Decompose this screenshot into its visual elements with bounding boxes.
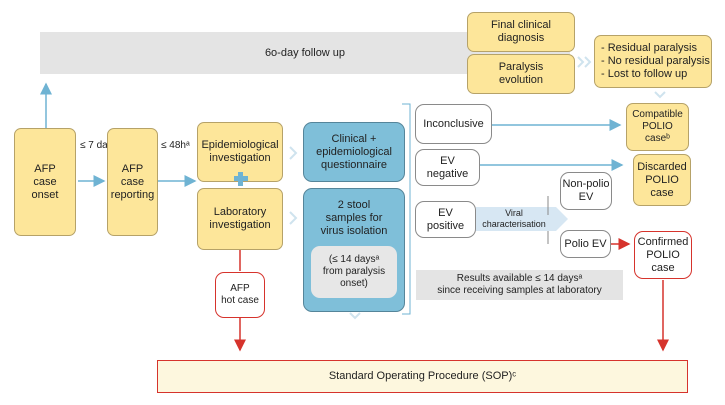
- results-note-label: Results available ≤ 14 daysᵃ since recei…: [437, 273, 602, 296]
- afp-onset-box: AFP case onset: [14, 128, 76, 236]
- epi-investigation-label: Epidemiological investigation: [201, 139, 279, 164]
- afp-hot-case-label: AFP hot case: [221, 283, 259, 306]
- inconclusive-box: Inconclusive: [415, 104, 492, 144]
- outcomes-box: - Residual paralysis - No residual paral…: [594, 35, 712, 88]
- paralysis-evolution-label: Paralysis evolution: [498, 61, 544, 86]
- paralysis-evolution-box: Paralysis evolution: [467, 54, 575, 94]
- final-diagnosis-box: Final clinical diagnosis: [467, 12, 575, 52]
- chevron-evolution-to-outcomes: [577, 56, 592, 68]
- outcomes-label: - Residual paralysis - No residual paral…: [601, 42, 710, 80]
- followup-label: 6o-day follow up: [264, 46, 346, 59]
- clinical-questionnaire-box: Clinical + epidemiological questionnaire: [303, 122, 405, 182]
- ev-negative-label: EV negative: [426, 154, 469, 180]
- chevron-epi-to-clinical: [289, 146, 298, 160]
- confirmed-polio-box: Confirmed POLIO case: [634, 231, 692, 279]
- compatible-polio-label: Compatible POLIO caseᵇ: [632, 109, 683, 144]
- ev-positive-box: EV positive: [415, 201, 476, 238]
- discarded-polio-label: Discarded POLIO case: [637, 160, 687, 199]
- nonpolio-ev-label: Non-polio EV: [562, 178, 610, 203]
- sop-label: Standard Operating Procedure (SOP)ᶜ: [328, 370, 517, 382]
- stool-samples-box: 2 stool samples for virus isolation (≤ 1…: [303, 188, 405, 312]
- nonpolio-ev-box: Non-polio EV: [560, 172, 612, 210]
- le7days-label: ≤ 7 daysᵃ: [80, 140, 122, 151]
- afp-reporting-label: AFP case reporting: [110, 162, 155, 201]
- le14days-label: (≤ 14 daysᵃ from paralysis onset): [322, 254, 386, 289]
- afp-hot-case-box: AFP hot case: [215, 272, 265, 318]
- le48h-label: ≤ 48hᵃ: [161, 140, 190, 151]
- inconclusive-label: Inconclusive: [423, 117, 484, 130]
- ev-positive-label: EV positive: [426, 206, 465, 232]
- viral-char-label: Viral characterisation: [482, 208, 546, 229]
- chevron-lab-to-stool: [289, 211, 298, 225]
- sop-box: Standard Operating Procedure (SOP)ᶜ: [157, 360, 688, 393]
- viral-char-band: [476, 207, 568, 231]
- plus-icon: [238, 172, 243, 186]
- compatible-polio-box: Compatible POLIO caseᵇ: [626, 103, 689, 151]
- confirmed-polio-label: Confirmed POLIO case: [637, 235, 689, 274]
- results-bracket: [402, 103, 411, 315]
- final-diagnosis-label: Final clinical diagnosis: [491, 19, 551, 44]
- polio-ev-box: Polio EV: [560, 230, 611, 258]
- ev-negative-box: EV negative: [415, 149, 480, 186]
- chevron-outcomes-to-compatible: [654, 91, 666, 99]
- le14days-box: (≤ 14 daysᵃ from paralysis onset): [311, 246, 397, 298]
- chevron-below-stool: [349, 312, 361, 320]
- polio-ev-label: Polio EV: [564, 237, 607, 250]
- lab-investigation-label: Laboratory investigation: [209, 206, 271, 231]
- afp-reporting-box: AFP case reporting: [107, 128, 158, 236]
- lab-investigation-box: Laboratory investigation: [197, 188, 283, 250]
- clinical-questionnaire-label: Clinical + epidemiological questionnaire: [316, 132, 392, 171]
- stool-samples-label: 2 stool samples for virus isolation: [320, 199, 388, 237]
- afp-onset-label: AFP case onset: [31, 162, 59, 201]
- results-note-box: Results available ≤ 14 daysᵃ since recei…: [416, 270, 623, 300]
- discarded-polio-box: Discarded POLIO case: [633, 154, 691, 206]
